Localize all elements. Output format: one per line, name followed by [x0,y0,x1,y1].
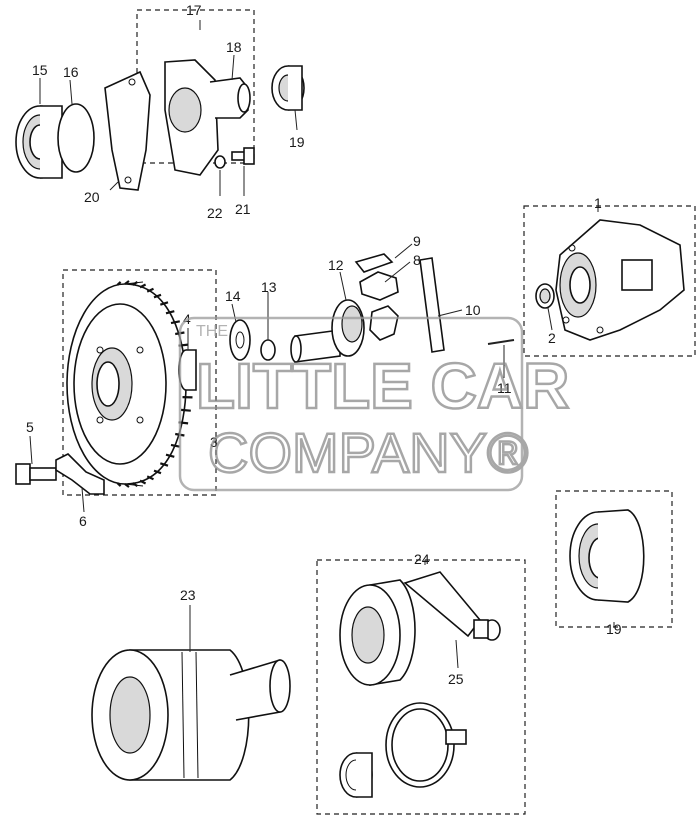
part-19-seal-top [271,65,305,111]
watermark-line2: COMPANY® [208,421,528,484]
part-20-gasket [104,70,151,191]
part-5-bolt [15,463,57,485]
gear-tooth [165,310,175,315]
callout-17: 17 [186,2,202,18]
part-3-final-drive-gear [66,281,187,487]
group-box-3 [62,269,217,496]
part-19-seal-right [569,509,645,603]
part-4-spacer [178,349,197,391]
part-25-grease-tube [403,571,501,641]
gear-tooth [124,280,130,285]
gear-tooth [159,462,169,467]
gear-tooth [146,287,154,293]
watermark: THE LITTLE CAR COMPANY® [178,316,571,492]
part-14-thrust-washer [229,319,251,361]
callout-8: 8 [413,252,421,268]
gear-tooth [180,408,191,412]
group-box-24 [316,559,526,815]
part-6-lock-tab [55,453,105,495]
callout-6: 6 [79,513,87,529]
gear-tooth [165,453,175,458]
part-2-bush [535,283,555,309]
group-box-1 [523,205,696,357]
callout-16: 16 [63,64,79,80]
callout-14: 14 [225,288,241,304]
callout-12: 12 [328,257,344,273]
callout-1: 1 [594,195,602,211]
gear-tooth [139,283,147,289]
callout-25: 25 [448,671,464,687]
gear-tooth [153,469,162,475]
gear-tooth [132,482,138,488]
callout-19-right: 19 [606,621,622,637]
gear-tooth [139,479,147,485]
callout-9: 9 [413,233,421,249]
part-23-drive-flange [91,649,291,781]
callout-20: 20 [84,189,100,205]
callout-2: 2 [548,330,556,346]
callout-19-top: 19 [289,134,305,150]
callout-3: 3 [210,434,218,450]
part-18-flange-housing [164,59,251,176]
planet-gear-lower [369,305,399,341]
leader-lines [29,20,615,669]
callout-24: 24 [414,551,430,567]
callout-10: 10 [465,302,481,318]
callout-11: 11 [497,380,512,396]
callout-18: 18 [226,39,242,55]
callout-23: 23 [180,587,196,603]
part-22-washer [214,155,226,169]
gear-tooth [146,475,154,481]
gear-tooth [116,281,122,286]
callout-22: 22 [207,205,223,221]
part-24-boot [339,579,416,686]
part-21-bolt [231,147,255,165]
gear-tooth [132,280,138,286]
gear-tooth [153,293,162,299]
gear-tooth [170,443,181,448]
part-16-circlip [57,103,95,173]
part-15-bearing [15,105,65,179]
part-10-pin-shaft [419,257,445,353]
boot-clip-small [339,752,373,798]
part-11-roll-pin [487,339,515,345]
callout-15: 15 [32,62,48,78]
callout-5: 5 [26,419,34,435]
boot-clip-large [385,702,467,788]
gear-tooth [170,320,181,325]
watermark-frame [178,316,524,492]
gear-tooth [159,301,169,306]
watermark-the: THE [196,323,228,340]
callout-21: 21 [235,201,251,217]
callout-13: 13 [261,279,277,295]
part-12-sun-gear [290,299,365,363]
callout-numbers: 1 2 3 4 5 6 8 9 10 11 12 13 14 15 16 17 … [26,2,622,687]
watermark-line1: LITTLE CAR [196,350,569,422]
gear-tooth [124,483,130,488]
gear-tooth [116,482,122,487]
part-9-thrust-washer [354,253,394,273]
part-1-differential-case [555,219,685,341]
